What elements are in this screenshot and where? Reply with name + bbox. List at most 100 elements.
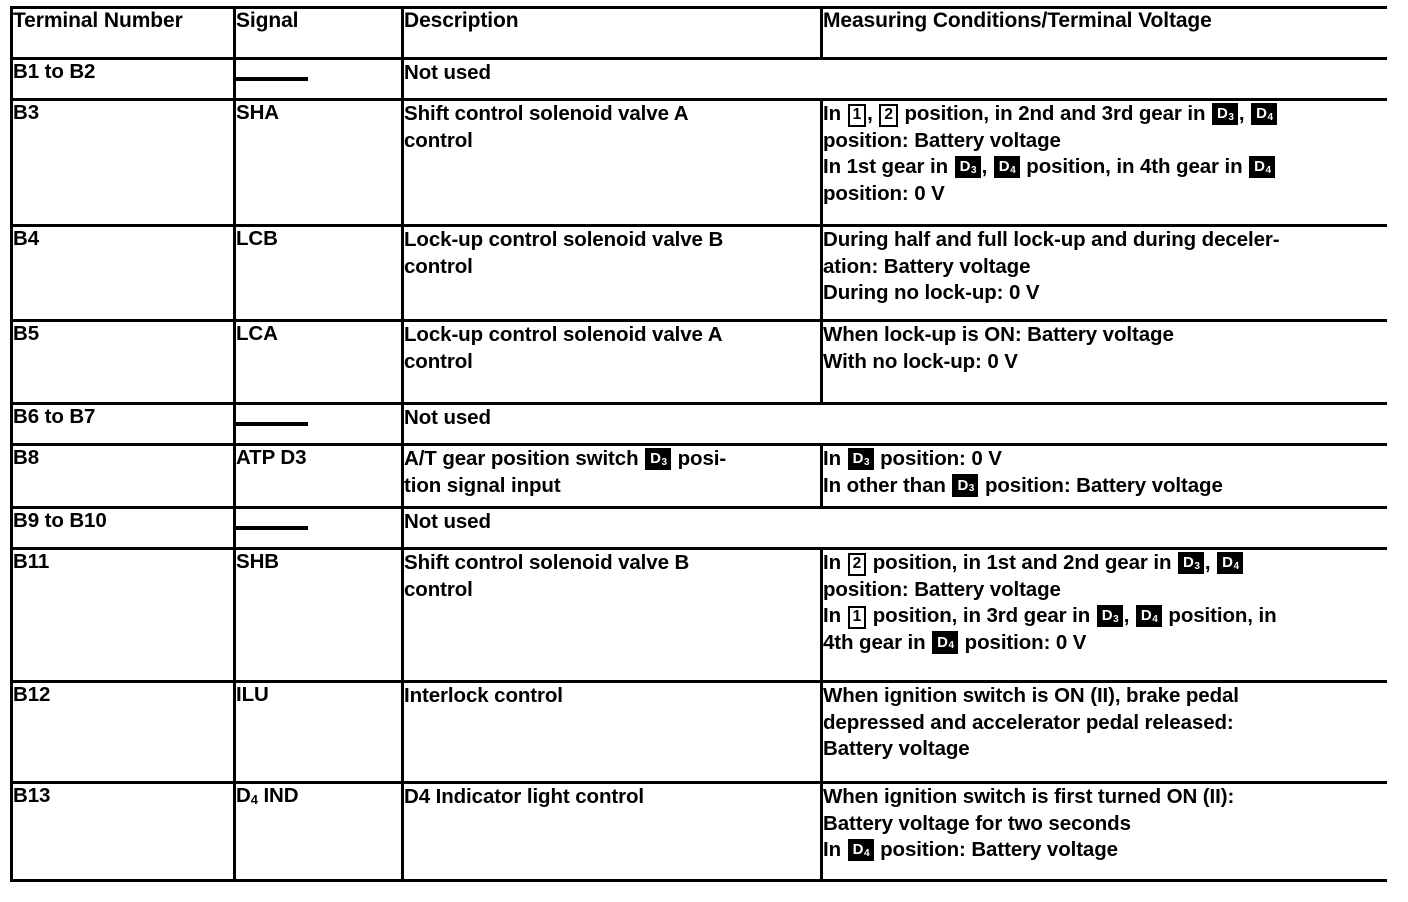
measuring-line: When lock-up is ON: Battery voltage: [823, 323, 1174, 346]
measuring-line: With no lock-up: 0 V: [823, 349, 1018, 373]
gear-position-d4-icon: D4: [1135, 604, 1162, 628]
measuring-line: position: Battery voltage: [823, 128, 1061, 152]
gear-position-d4-icon: D4: [1251, 102, 1278, 125]
cell-measuring-conditions: In 1, 2 position, in 2nd and 3rd gear in…: [821, 98, 1387, 227]
cell-signal: SHB: [234, 547, 404, 683]
cell-signal: LCA: [234, 319, 404, 405]
cell-not-used: Not used: [402, 506, 1387, 550]
gear-position-d3-icon: D3: [645, 447, 672, 470]
description-line: Lock-up control solenoid valve A: [404, 323, 723, 346]
gear-position-d4-icon: D4: [932, 631, 959, 654]
cell-description: Lock-up control solenoid valve B control: [402, 224, 823, 322]
gear-position-d3-icon: D3: [847, 447, 874, 470]
gear-position-d3-icon: D3: [952, 474, 979, 497]
description-line: control: [404, 349, 473, 373]
measuring-line: In 1 position, in 3rd gear in D3, D4 pos…: [823, 604, 1277, 629]
cell-description: A/T gear position switch D3 posi-tion si…: [402, 443, 823, 509]
gear-position-d4-icon: D4: [1217, 551, 1243, 574]
cell-terminal-number: B6 to B7: [10, 402, 236, 446]
gear-position-d3-icon: D3: [954, 155, 981, 179]
cell-measuring-conditions: In D3 position: 0 V In other than D3 posi…: [821, 443, 1387, 509]
cell-measuring-conditions: When ignition switch is first turned ON …: [821, 781, 1387, 882]
cell-description: Interlock control: [402, 680, 823, 784]
cell-terminal-number: B9 to B10: [10, 506, 236, 550]
description-line: A/T gear position switch D3 posi-: [404, 447, 727, 470]
measuring-line: In D4 position: Battery voltage: [823, 838, 1118, 862]
cell-signal: [234, 57, 404, 101]
gear-position-d3-icon: D3: [1096, 604, 1123, 628]
em-dash-icon: [236, 76, 308, 81]
gear-position-d3-icon: D3: [1177, 551, 1204, 574]
description-line: D4 Indicator light control: [404, 785, 644, 808]
terminal-voltage-table: Terminal Number Signal Description Measu…: [10, 6, 1387, 882]
measuring-line: position: 0 V: [823, 181, 945, 205]
cell-terminal-number: B12: [10, 680, 236, 784]
cell-signal: [234, 506, 404, 550]
measuring-line: depressed and accelerator pedal released…: [823, 710, 1234, 734]
signal-subscript: 4: [250, 792, 258, 807]
gear-position-d3-icon: D3: [1212, 102, 1238, 125]
gear-position-d4-icon: D4: [847, 838, 874, 862]
cell-signal: [234, 402, 404, 446]
em-dash-icon: [236, 421, 308, 426]
gear-position-1-icon: 1: [847, 103, 867, 127]
cell-terminal-number: B4: [10, 224, 236, 322]
cell-description: Lock-up control solenoid valve A control: [402, 319, 823, 405]
gear-position-2-icon: 2: [847, 552, 867, 576]
column-header-terminal-number: Terminal Number: [10, 6, 236, 60]
cell-terminal-number: B1 to B2: [10, 57, 236, 101]
column-header-signal: Signal: [234, 6, 404, 60]
measuring-line: 4th gear in D4 position: 0 V: [823, 630, 1087, 654]
cell-measuring-conditions: During half and full lock-up and during …: [821, 224, 1387, 322]
measuring-line: During half and full lock-up and during …: [823, 228, 1280, 251]
cell-terminal-number: B8: [10, 443, 236, 509]
measuring-line: During no lock-up: 0 V: [823, 281, 1040, 305]
cell-signal: ILU: [234, 680, 404, 784]
cell-signal: SHA: [234, 98, 404, 227]
column-header-description: Description: [402, 6, 823, 60]
header-row: Terminal Number Signal Description Measu…: [10, 6, 1387, 60]
description-line: control: [404, 254, 473, 278]
cell-description: Shift control solenoid valve B control: [402, 547, 823, 683]
measuring-line: When ignition switch is ON (II), brake p…: [823, 684, 1239, 707]
measuring-line: Battery voltage for two seconds: [823, 811, 1131, 835]
table-header: Terminal Number Signal Description Measu…: [10, 6, 1387, 60]
description-line: control: [404, 128, 473, 152]
cell-measuring-conditions: When ignition switch is ON (II), brake p…: [821, 680, 1387, 784]
cell-description: D4 Indicator light control: [402, 781, 823, 882]
measuring-line: In 1st gear in D3, D4 position, in 4th g…: [823, 154, 1387, 181]
em-dash-icon: [236, 525, 308, 530]
measuring-line: Battery voltage: [823, 737, 970, 761]
description-line: control: [404, 577, 473, 601]
cell-terminal-number: B13: [10, 781, 236, 882]
cell-not-used: Not used: [402, 402, 1387, 446]
cell-signal: D4 IND: [234, 781, 404, 882]
cell-measuring-conditions: In 2 position, in 1st and 2nd gear in D3…: [821, 547, 1387, 683]
measuring-line: In 1, 2 position, in 2nd and 3rd gear in…: [823, 101, 1387, 128]
table-row: B9 to B10 Not used: [10, 506, 1387, 550]
cell-signal: ATP D3: [234, 443, 404, 509]
column-header-measuring-conditions: Measuring Conditions/Terminal Voltage: [821, 6, 1387, 60]
cell-signal: LCB: [234, 224, 404, 322]
measuring-line: When ignition switch is first turned ON …: [823, 785, 1235, 808]
description-line: Shift control solenoid valve B: [404, 551, 690, 574]
measuring-line: In other than D3 position: Battery volta…: [823, 473, 1223, 497]
cell-terminal-number: B11: [10, 547, 236, 683]
gear-position-1-icon: 1: [847, 605, 867, 629]
gear-position-2-icon: 2: [879, 103, 898, 127]
description-line: tion signal input: [404, 473, 561, 497]
description-line: Lock-up control solenoid valve B: [404, 228, 724, 251]
description-line: Interlock control: [404, 684, 563, 707]
measuring-line: In D3 position: 0 V: [823, 447, 1002, 470]
